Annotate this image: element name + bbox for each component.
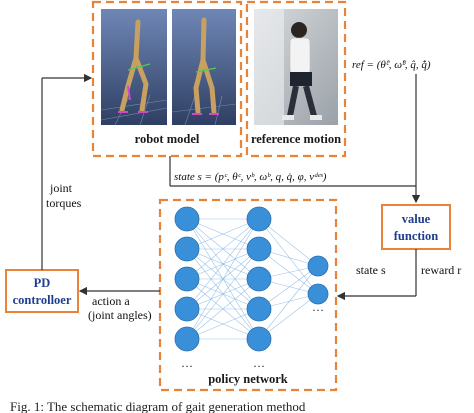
reference-motion-label: reference motion <box>251 132 341 146</box>
ellipsis-layer-3: ··· <box>312 303 324 317</box>
figure-caption: Fig. 1: The schematic diagram of gait ge… <box>10 399 306 413</box>
network-connection <box>258 218 319 267</box>
reference-motion-box <box>245 0 347 158</box>
network-node <box>246 326 272 352</box>
neural-network-graphic <box>174 206 329 352</box>
network-node <box>246 266 272 292</box>
network-node <box>174 266 200 292</box>
network-connection <box>186 308 260 340</box>
robot-sim-image-left <box>100 9 168 126</box>
action-sub-label: (joint angles) <box>88 308 152 322</box>
robot-model-label: robot model <box>135 132 200 146</box>
network-node <box>246 236 272 262</box>
network-connection <box>186 218 260 250</box>
reward-r-label: reward r <box>421 263 461 277</box>
network-node <box>307 283 329 305</box>
state-formula: state s = (pᶜ, θᶜ, vᵇ, ωᵇ, q, q̇, φ, vᵈᵉ… <box>174 171 327 183</box>
robot-sim-image-right <box>171 9 237 126</box>
network-node <box>174 326 200 352</box>
pd-controller-label-1: PD <box>34 276 51 290</box>
pd-controller-label-2: controlloer <box>13 293 72 307</box>
network-node <box>174 236 200 262</box>
network-node <box>246 206 272 232</box>
value-function-label-1: value <box>402 212 431 226</box>
ref-formula: ref = (θ̂ᶜ, ω̂ᵇ, q̂, q̇̂) <box>352 59 431 71</box>
network-connection <box>186 218 260 310</box>
network-connection <box>186 278 260 340</box>
network-connection <box>186 218 260 280</box>
policy-network-box <box>158 198 338 392</box>
reference-motion-photo <box>254 9 338 125</box>
network-connection <box>186 218 260 340</box>
ellipsis-layer-1: ··· <box>181 359 193 373</box>
joint-torques-label-2: torques <box>46 196 82 210</box>
network-connection <box>258 218 319 295</box>
state-s-label: state s <box>356 263 386 277</box>
network-node <box>174 206 200 232</box>
network-connection <box>258 265 319 340</box>
joint-torques-label-1: joint <box>49 181 73 195</box>
value-function-label-2: function <box>394 229 439 243</box>
robot-model-box <box>91 0 243 158</box>
network-node <box>307 255 329 277</box>
policy-network-label: policy network <box>208 372 288 386</box>
network-node <box>174 296 200 322</box>
ellipsis-layer-2: ··· <box>253 359 265 373</box>
network-node <box>246 296 272 322</box>
action-label: action a <box>92 294 130 308</box>
network-connection <box>186 248 260 340</box>
